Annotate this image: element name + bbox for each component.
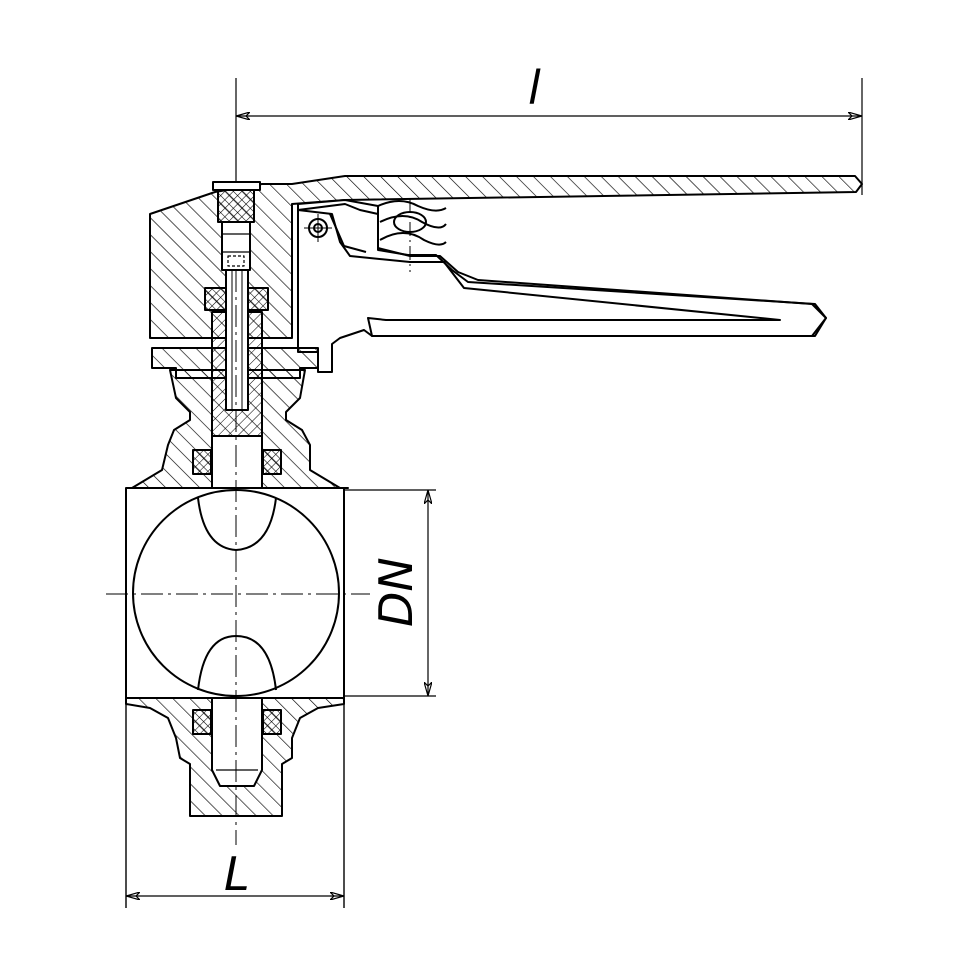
lower-neck xyxy=(125,697,345,817)
top-length-label: l xyxy=(528,61,541,115)
dn-dimension xyxy=(344,489,436,697)
neck-packing-upper xyxy=(192,449,282,475)
dn-label: DN xyxy=(369,557,423,627)
center-lines xyxy=(106,270,370,845)
trigger-lever xyxy=(297,203,827,337)
body-length-label: L xyxy=(224,847,250,901)
stem xyxy=(211,269,263,493)
pivot-pin xyxy=(304,214,332,242)
upper-packing xyxy=(204,287,269,311)
spring xyxy=(377,198,447,272)
top-length-dimension xyxy=(235,78,863,195)
